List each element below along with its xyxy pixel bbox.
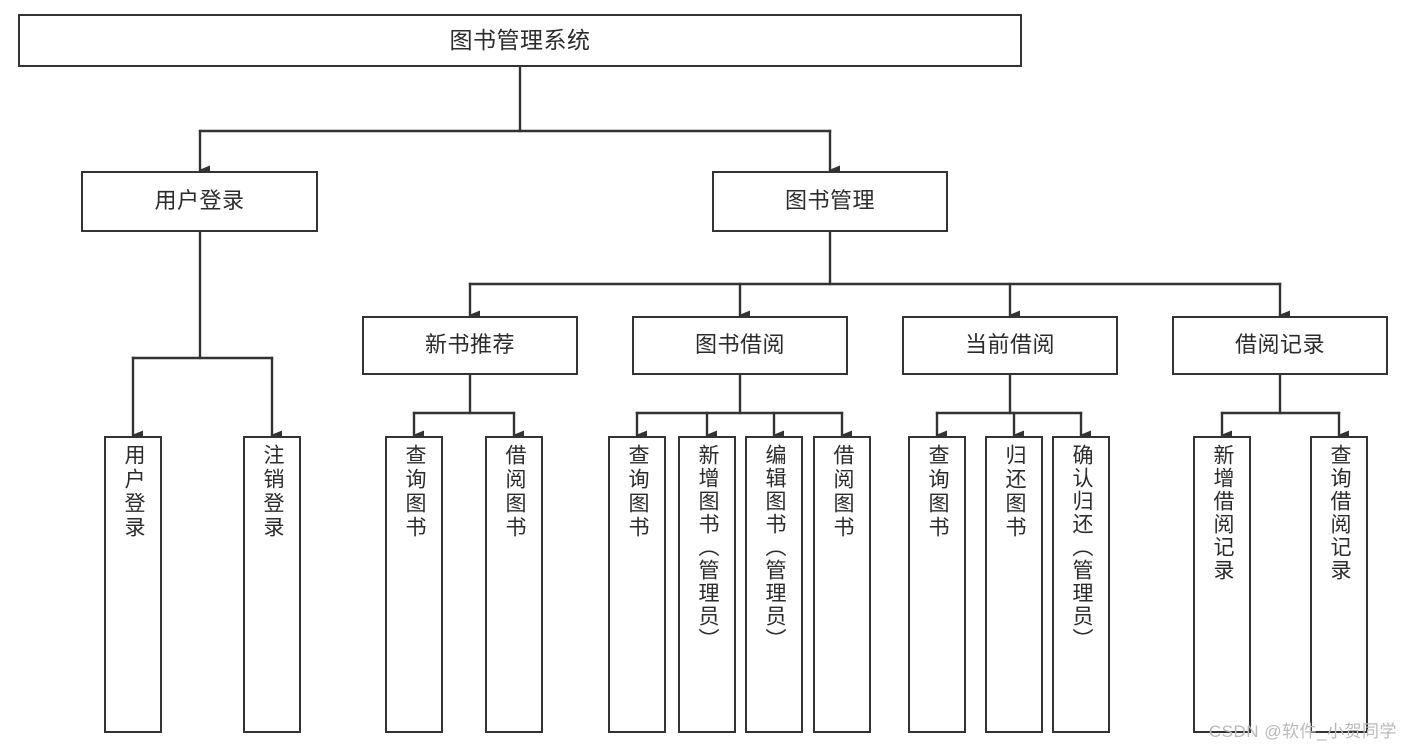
node-label: 查询图书 — [626, 444, 650, 540]
node-newbook[interactable]: 新书推荐 — [362, 316, 578, 375]
node-label: 用户登录 — [122, 444, 146, 540]
node-label: 借阅记录 — [1234, 332, 1325, 358]
node-l-logout[interactable]: 注销登录 — [243, 436, 301, 733]
node-label: 新增借阅记录 — [1211, 444, 1235, 582]
node-l-add[interactable]: 新增图书（管理员） — [678, 436, 736, 733]
node-label: 查询图书 — [926, 444, 950, 540]
csdn-watermark: CSDN @软件_小贺同学 — [1208, 722, 1397, 741]
node-current[interactable]: 当前借阅 — [902, 316, 1118, 375]
node-l-q3[interactable]: 查询图书 — [908, 436, 966, 733]
node-label: 用户登录 — [154, 188, 245, 214]
node-label: 图书管理 — [784, 188, 875, 214]
node-l-edit[interactable]: 编辑图书（管理员） — [745, 436, 803, 733]
node-label: 注销登录 — [261, 444, 285, 540]
node-borrow[interactable]: 图书借阅 — [632, 316, 848, 375]
node-l-addrec[interactable]: 新增借阅记录 — [1193, 436, 1251, 733]
node-l-confirm[interactable]: 确认归还（管理员） — [1052, 436, 1110, 733]
node-l-b1[interactable]: 借阅图书 — [485, 436, 543, 733]
node-l-q2[interactable]: 查询图书 — [608, 436, 666, 733]
node-label: 当前借阅 — [964, 332, 1055, 358]
node-l-q1[interactable]: 查询图书 — [385, 436, 443, 733]
node-label: 归还图书 — [1003, 444, 1027, 540]
node-label: 图书管理系统 — [449, 26, 591, 53]
node-label: 编辑图书（管理员） — [763, 444, 787, 651]
node-bookmgmt[interactable]: 图书管理 — [712, 171, 948, 232]
node-records[interactable]: 借阅记录 — [1172, 316, 1388, 375]
node-label: 借阅图书 — [831, 444, 855, 540]
node-label: 图书借阅 — [694, 332, 785, 358]
node-login[interactable]: 用户登录 — [81, 171, 318, 232]
node-l-b2[interactable]: 借阅图书 — [813, 436, 871, 733]
node-l-qrec[interactable]: 查询借阅记录 — [1310, 436, 1368, 733]
node-label: 新增图书（管理员） — [696, 444, 720, 651]
node-label: 确认归还（管理员） — [1070, 444, 1094, 651]
node-l-login[interactable]: 用户登录 — [104, 436, 162, 733]
node-label: 查询图书 — [403, 444, 427, 540]
node-label: 新书推荐 — [424, 332, 515, 358]
node-l-return[interactable]: 归还图书 — [985, 436, 1043, 733]
node-label: 查询借阅记录 — [1328, 444, 1352, 582]
node-label: 借阅图书 — [503, 444, 527, 540]
node-root[interactable]: 图书管理系统 — [18, 14, 1022, 67]
